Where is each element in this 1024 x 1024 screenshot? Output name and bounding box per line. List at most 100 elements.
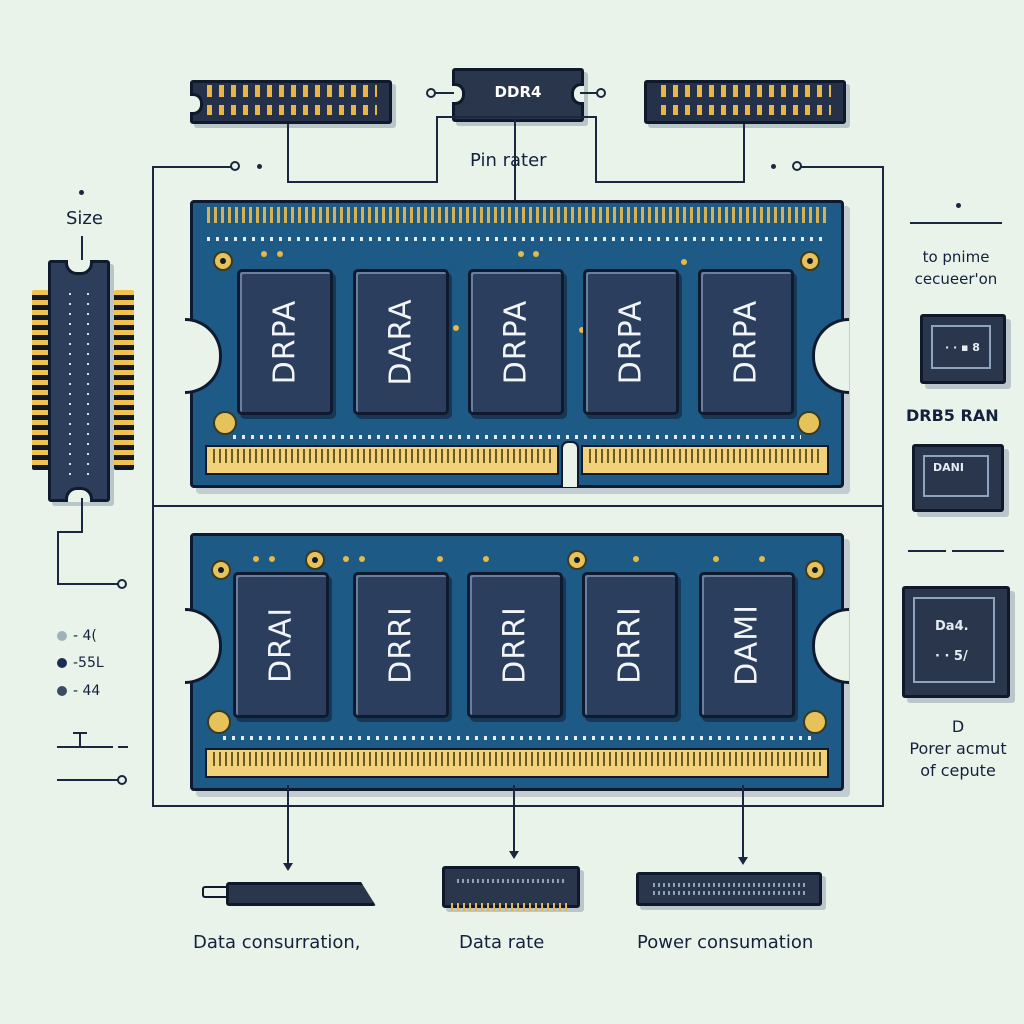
- connector-dot: [771, 164, 776, 169]
- dip-dots: [69, 293, 71, 475]
- legend-item: - 4(: [57, 628, 97, 644]
- frame-line: [152, 166, 236, 168]
- connector-line: [81, 498, 83, 532]
- dram-chip-label: DRRI: [612, 606, 648, 684]
- right-chip-1: · · ▪ 8: [920, 314, 1006, 384]
- connector-line: [514, 116, 516, 206]
- legend-item: -55L: [57, 655, 104, 671]
- chip-notch: [452, 83, 465, 105]
- mount-hole: [567, 550, 587, 570]
- strip-pins: [207, 85, 377, 97]
- mount-pad: [207, 710, 231, 734]
- solder-pad: [713, 556, 719, 562]
- connector-dot: [956, 203, 961, 208]
- symbol-line: [73, 732, 87, 734]
- module-side-notch: [185, 318, 222, 394]
- symbol-line: [57, 746, 113, 748]
- dip-notch: [65, 260, 93, 275]
- lower-ram-module: DRAI DRRI DRRI DRRI DAMI: [185, 533, 849, 791]
- edge-contacts: [205, 748, 829, 778]
- right-caption-1-line-2: cecueer'on: [914, 270, 998, 288]
- frame-line: [798, 166, 884, 168]
- connector-line: [57, 531, 83, 533]
- arrow-line: [742, 785, 744, 861]
- connector-node: [117, 775, 127, 785]
- dram-chip-label: DRPA: [498, 299, 534, 385]
- dip-chip: [48, 260, 110, 502]
- dram-chip-label: DRRI: [383, 606, 419, 684]
- solder-pad: [633, 556, 639, 562]
- strip-pins: [661, 105, 831, 115]
- dram-chip: DARA: [353, 269, 449, 415]
- dip-pins-right: [114, 290, 134, 470]
- solder-pad: [253, 556, 259, 562]
- divider-line: [908, 550, 946, 552]
- right-chip-2: DANI: [912, 444, 1004, 512]
- arrow-head-icon: [509, 851, 519, 859]
- dram-chip-label: DAMI: [729, 604, 765, 686]
- solder-pad: [579, 327, 585, 333]
- bottom-label-data-consumption: Data consurration,: [193, 932, 361, 953]
- strip-pins: [661, 85, 831, 97]
- dram-chip: DAMI: [699, 572, 795, 718]
- connector-line: [436, 116, 438, 183]
- dip-dots: [87, 293, 89, 475]
- connector-node: [117, 579, 127, 589]
- right-caption-3: D Porer acmut of cepute: [896, 716, 1020, 782]
- solder-pad: [359, 556, 365, 562]
- slim-module: [226, 882, 376, 906]
- edge-contacts-left: [205, 445, 559, 475]
- module-side-notch: [812, 318, 849, 394]
- legend-label: -55L: [73, 655, 104, 671]
- right-chip-2-text: DANI: [933, 461, 964, 474]
- connector-line: [595, 181, 745, 183]
- arrow-head-icon: [738, 857, 748, 865]
- connector-line: [287, 124, 289, 182]
- dram-chip: DRPA: [468, 269, 564, 415]
- right-caption-2: DRB5 RAN: [906, 406, 999, 425]
- connector-line: [436, 116, 596, 118]
- connector-node: [230, 161, 240, 171]
- right-caption-1: to pnime cecueer'on: [896, 246, 1016, 290]
- right-caption-3-line-1: Porer acmut: [909, 739, 1007, 758]
- arrow-line: [513, 785, 515, 855]
- strip-notch: [190, 93, 203, 115]
- module-side-notch: [185, 608, 222, 684]
- mount-hole: [305, 550, 325, 570]
- right-chip-3-text-1: Da4.: [935, 619, 969, 634]
- connector-line: [57, 583, 119, 585]
- arrow-head-icon: [283, 863, 293, 871]
- ddr4-chip-label: DDR4: [494, 83, 542, 101]
- solder-pad: [343, 556, 349, 562]
- chip-inner-frame: [913, 597, 995, 683]
- dram-chip: DRAI: [233, 572, 329, 718]
- legend-label: - 4(: [73, 628, 97, 644]
- top-contacts: [207, 207, 827, 223]
- dram-chip-label: DRPA: [728, 299, 764, 385]
- connector-dot: [79, 190, 84, 195]
- ddr4-chip: DDR4: [452, 68, 584, 122]
- solder-pad: [453, 325, 459, 331]
- connector-line: [580, 92, 600, 94]
- dram-chip: DRRI: [467, 572, 563, 718]
- legend-label: - 44: [73, 683, 101, 699]
- dram-chip-label: DRPA: [267, 299, 303, 385]
- chip-inner-frame: [931, 325, 991, 369]
- via-row: [223, 736, 811, 740]
- power-module: [636, 872, 822, 906]
- dip-notch: [65, 487, 93, 502]
- via-row: [653, 883, 805, 887]
- frame-line: [152, 805, 884, 807]
- legend-swatch: [57, 686, 67, 696]
- connector-line: [595, 116, 597, 183]
- via-row: [457, 879, 565, 883]
- connector-line: [287, 181, 437, 183]
- dram-chip-label: DRRI: [497, 606, 533, 684]
- bottom-label-data-rate: Data rate: [459, 932, 545, 953]
- divider-line: [910, 222, 1002, 224]
- via-row: [207, 237, 827, 241]
- divider-line: [952, 550, 1004, 552]
- solder-pad: [759, 556, 765, 562]
- connector-line: [434, 92, 454, 94]
- connector-line: [57, 531, 59, 584]
